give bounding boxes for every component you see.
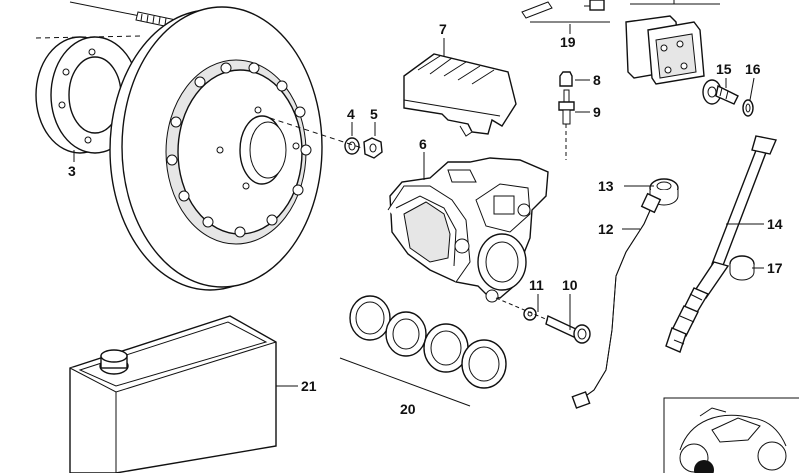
brake-caliper-part-6	[387, 157, 549, 303]
brake-disc	[109, 6, 323, 291]
callout-3: 3	[68, 163, 76, 179]
callout-14: 14	[767, 216, 783, 232]
brake-pads	[625, 0, 720, 85]
callout-13: 13	[598, 178, 614, 194]
leader-lines	[73, 24, 764, 387]
grommet-part-17	[729, 255, 755, 281]
callout-16: 16	[745, 61, 761, 77]
callout-20: 20	[400, 401, 416, 417]
callout-10: 10	[562, 277, 578, 293]
callout-11: 11	[529, 277, 544, 293]
pad-pin-part-19	[521, 0, 610, 23]
callout-15: 15	[716, 61, 732, 77]
motorcycle-thumbnail	[663, 397, 799, 473]
callout-21: 21	[301, 378, 317, 394]
nut-part-5	[363, 137, 383, 159]
piston-seal-kit-part-20	[339, 295, 507, 407]
callout-17: 17	[767, 260, 783, 276]
brake-hose-part-14	[665, 135, 777, 353]
callout-12: 12	[598, 221, 614, 237]
callout-labels: 3 4 5 6 7 8 9 10 11 12 13 14 15 16 17 19…	[68, 21, 783, 417]
brake-fluid-can-part-21	[69, 315, 277, 473]
callout-6: 6	[419, 136, 427, 152]
callout-9: 9	[593, 104, 601, 120]
washer-part-11	[523, 307, 537, 321]
spring-plate-part-7	[403, 53, 517, 137]
callout-7: 7	[439, 21, 447, 37]
callout-4: 4	[347, 106, 355, 122]
callout-8: 8	[593, 72, 601, 88]
callout-5: 5	[370, 106, 378, 122]
callout-19: 19	[560, 34, 576, 50]
bleed-screw-part-9	[558, 89, 575, 125]
seal-ring-part-16	[742, 99, 754, 117]
banjo-bolt-part-15	[702, 79, 739, 105]
bleed-cap-part-8	[559, 71, 573, 87]
caliper-bolt-part-10	[545, 315, 591, 344]
brake-pipe-part-12	[571, 192, 662, 409]
